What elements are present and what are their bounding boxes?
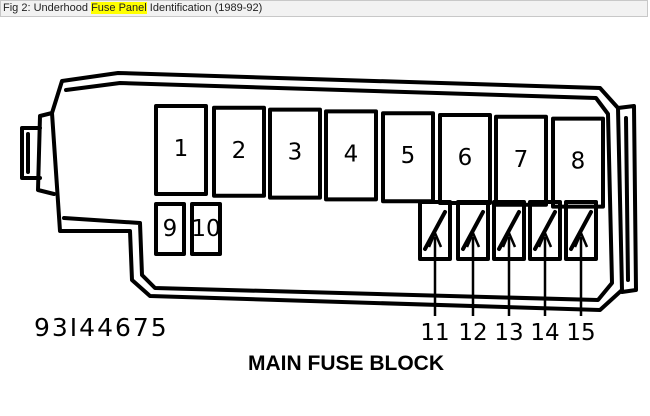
- large-fuse-slot: [324, 109, 378, 202]
- large-fuse-slot: [381, 111, 435, 204]
- large-fuse-slot: [551, 116, 605, 209]
- fuse-number: 11: [420, 320, 449, 346]
- right-side-tab: [616, 104, 638, 294]
- mini-fuse: 11: [418, 200, 452, 346]
- small-fuse-row: 9 10: [154, 202, 222, 256]
- large-fuse: 8: [551, 116, 605, 209]
- fuse-number: 10: [191, 216, 220, 242]
- fuse-number: 6: [458, 145, 473, 171]
- fuse-number: 8: [571, 149, 586, 175]
- large-fuse-slot: [494, 114, 548, 207]
- leader-arrowhead: [573, 229, 589, 248]
- left-latch: [20, 111, 56, 196]
- fuse-number: 15: [566, 320, 595, 346]
- fuse-number: 14: [530, 320, 559, 346]
- large-fuse: 1: [154, 104, 208, 196]
- large-fuse: 6: [438, 113, 492, 205]
- fuse-number: 3: [288, 140, 303, 166]
- large-fuse: 3: [268, 107, 322, 200]
- part-number: 93I44675: [34, 313, 169, 342]
- fuse-number: 13: [494, 320, 523, 346]
- large-fuse: 4: [324, 109, 378, 202]
- large-fuse-slot: [268, 107, 322, 200]
- large-fuse-slot: [212, 105, 266, 198]
- caption-highlight: Fuse Panel: [91, 2, 147, 14]
- fuse-box-inner-wall: [62, 81, 614, 302]
- small-fuse-slot: [190, 202, 222, 256]
- diagram-title: MAIN FUSE BLOCK: [248, 352, 444, 375]
- leader-arrowhead: [465, 229, 481, 248]
- large-fuse: 7: [494, 114, 548, 207]
- mini-fuse-row: 11 12 13 14 15: [418, 200, 598, 346]
- leader-arrowhead: [537, 229, 553, 248]
- mini-fuse: 13: [492, 200, 526, 346]
- fuse-number: 12: [458, 320, 487, 346]
- mini-fuse: 15: [564, 200, 598, 346]
- caption-text-before: Fig 2: Underhood: [3, 2, 92, 14]
- large-fuse-row: 1 2 3 4 5 6 7 8: [154, 104, 605, 209]
- fuse-number: 5: [401, 143, 416, 169]
- small-fuse: 9: [154, 202, 186, 256]
- fuse-number: 4: [344, 141, 359, 167]
- figure-caption: Fig 2: Underhood Fuse Panel Identificati…: [0, 0, 648, 17]
- mini-fuse: 12: [456, 200, 490, 346]
- fuse-number: 1: [174, 136, 189, 162]
- small-fuse: 10: [190, 202, 222, 256]
- large-fuse: 2: [212, 105, 266, 198]
- fuse-number: 7: [514, 147, 529, 173]
- mini-fuse: 14: [528, 200, 562, 346]
- fuse-number: 9: [163, 216, 178, 242]
- large-fuse-slot: [154, 104, 208, 196]
- leader-arrowhead: [427, 229, 443, 248]
- large-fuse: 5: [381, 111, 435, 204]
- leader-arrowhead: [501, 229, 517, 248]
- fuse-box-housing: [50, 71, 624, 312]
- caption-text-after: Identification (1989-92): [146, 2, 263, 14]
- small-fuse-slot: [154, 202, 186, 256]
- fuse-number: 2: [232, 138, 247, 164]
